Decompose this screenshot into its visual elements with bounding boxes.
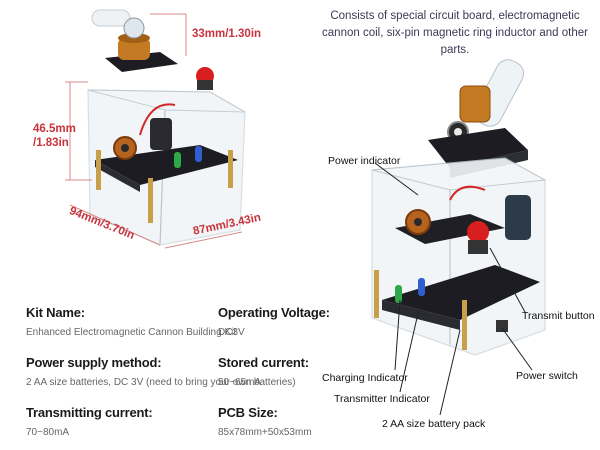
spec-operating-voltage: Operating Voltage: DC3V (218, 305, 330, 338)
spec-kit-name: Kit Name: Enhanced Electromagnetic Canno… (26, 305, 236, 338)
spec-value: 70~80mA (26, 427, 70, 438)
spec-stored-current: Stored current: 50~65mA (218, 355, 309, 388)
callout-charging-indicator: Charging Indicator (322, 372, 408, 384)
callout-transmitter-indicator: Transmitter Indicator (334, 393, 430, 405)
spec-value: DC3V (218, 327, 245, 338)
spec-pcb-size: PCB Size: 85x78mm+50x53mm (218, 405, 312, 438)
spec-title: Kit Name: (26, 305, 85, 320)
callout-transmit-button: Transmit button (522, 310, 595, 322)
spec-title: Operating Voltage: (218, 305, 330, 320)
spec-value: 85x78mm+50x53mm (218, 427, 312, 438)
coil-dimension-label: 33mm/1.30in (192, 28, 262, 40)
spec-title: Stored current: (218, 355, 309, 370)
spec-title: PCB Size: (218, 405, 278, 420)
product-illustration-dimensions: 46.5mm /1.83in 33mm/1.30in 94mm/3.70in 8… (0, 0, 300, 270)
dimension-diagram (65, 9, 246, 249)
callout-power-indicator: Power indicator (328, 155, 401, 167)
spec-value: 2 AA size batteries, DC 3V (need to brin… (26, 377, 296, 388)
spec-title: Power supply method: (26, 355, 162, 370)
callout-power-switch: Power switch (516, 370, 578, 382)
callout-battery-pack: 2 AA size battery pack (382, 418, 486, 430)
product-illustration-components: Consists of special circuit board, elect… (300, 0, 600, 450)
component-diagram (371, 59, 547, 416)
product-description: Consists of special circuit board, elect… (322, 10, 588, 56)
spec-value: 50~65mA (218, 377, 262, 388)
spec-title: Transmitting current: (26, 405, 153, 420)
spec-transmitting-current: Transmitting current: 70~80mA (26, 405, 153, 438)
height-dimension-label: 46.5mm /1.83in (33, 123, 76, 149)
spec-value: Enhanced Electromagnetic Cannon Building… (26, 327, 237, 338)
spec-power-supply: Power supply method: 2 AA size batteries… (26, 355, 296, 388)
